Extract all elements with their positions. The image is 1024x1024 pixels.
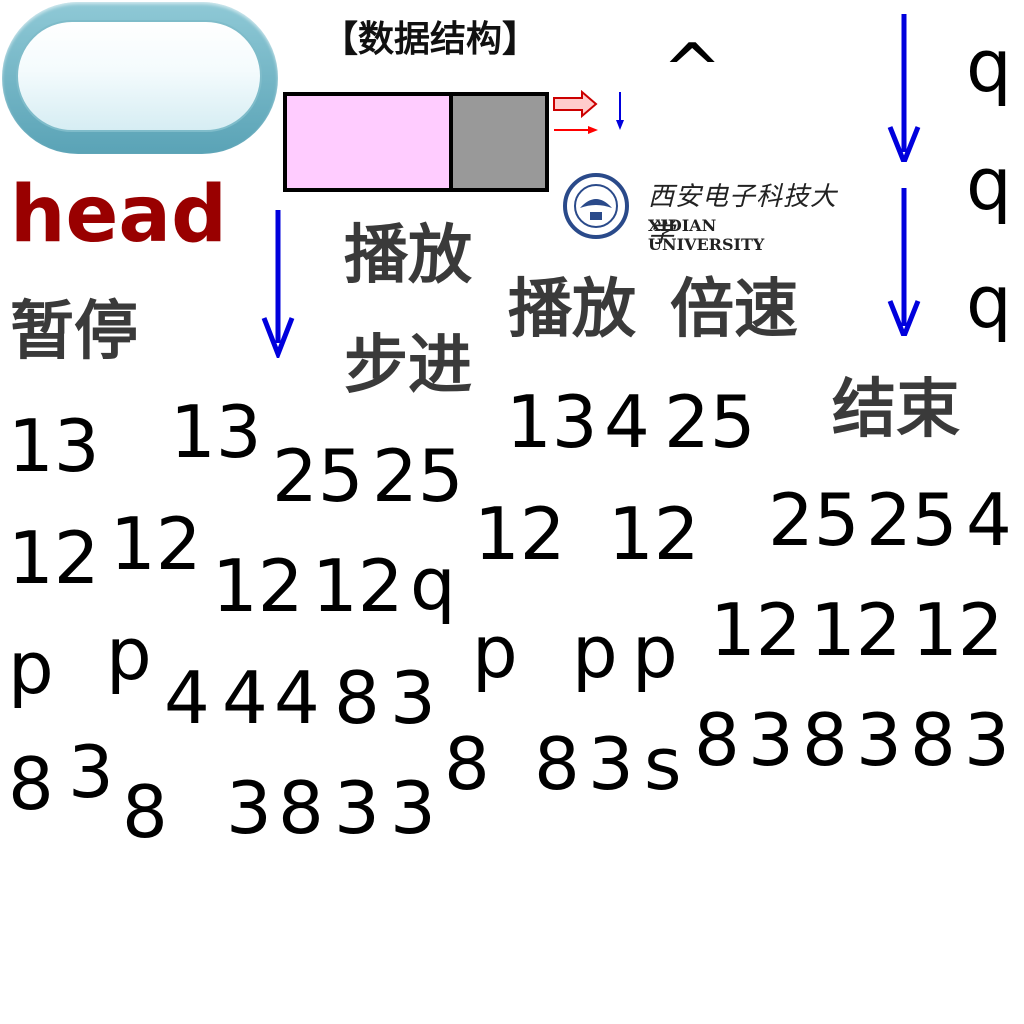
node-value: 8 [802, 698, 848, 782]
node-value: 4 [604, 380, 650, 464]
node-value: p [8, 626, 54, 710]
q-letter: q [966, 260, 1012, 344]
node-value: 25 [768, 478, 860, 562]
node-value: 3 [390, 766, 436, 850]
node-value: 3 [964, 698, 1010, 782]
node-value: 25 [272, 434, 364, 518]
down-arrow-icon [887, 188, 921, 336]
university-logo: 西安电子科技大学 XIDIAN UNIVERSITY [556, 172, 838, 254]
node-value: 13 [506, 380, 598, 464]
null-caret: ^ [662, 28, 723, 112]
node-value: 3 [334, 766, 380, 850]
node-value: 8 [122, 770, 168, 854]
pause-button[interactable]: 暂停 [10, 295, 138, 369]
node-value: 12 [912, 588, 1004, 672]
node-value: p [632, 610, 678, 694]
node-value: 8 [910, 698, 956, 782]
node-value: p [106, 612, 152, 696]
node-value: 8 [8, 742, 54, 826]
pointer-arrows-icon [553, 90, 624, 134]
node-value: 3 [856, 698, 902, 782]
node-pointer-field [453, 96, 545, 188]
step-button[interactable]: 步进 [344, 329, 472, 403]
node-value: 12 [810, 588, 902, 672]
node-data-field [287, 96, 453, 188]
list-node [283, 92, 549, 192]
node-value: 4 [966, 478, 1012, 562]
node-value: 12 [608, 492, 700, 576]
node-value: p [472, 610, 518, 694]
q-letter: q [966, 142, 1012, 226]
down-arrow-icon [887, 14, 921, 162]
node-value: 3 [748, 698, 794, 782]
node-value: 12 [474, 492, 566, 576]
node-value: 8 [694, 698, 740, 782]
node-value: 25 [866, 478, 958, 562]
head-label: head [10, 170, 227, 260]
node-value: 4 [164, 656, 210, 740]
node-value: 25 [372, 434, 464, 518]
node-value: 8 [334, 656, 380, 740]
play-button-2[interactable]: 播放 [508, 273, 636, 347]
node-value: 12 [8, 516, 100, 600]
node-value: 3 [68, 730, 114, 814]
node-value: p [572, 610, 618, 694]
node-value: 8 [534, 722, 580, 806]
node-value: 12 [212, 544, 304, 628]
node-value: 3 [390, 656, 436, 740]
node-value: 13 [8, 404, 100, 488]
node-value: 8 [278, 766, 324, 850]
node-value: q [410, 542, 456, 626]
speed-button[interactable]: 倍速 [670, 273, 798, 347]
node-value: 12 [110, 502, 202, 586]
node-value: 12 [312, 544, 404, 628]
node-value: 4 [274, 656, 320, 740]
play-button[interactable]: 播放 [344, 219, 472, 293]
rounded-button-face[interactable] [16, 20, 262, 132]
node-value: s [644, 722, 682, 806]
node-value: 3 [588, 722, 634, 806]
node-value: 25 [664, 380, 756, 464]
node-value: 4 [222, 656, 268, 740]
university-name-en: XIDIAN UNIVERSITY [648, 216, 765, 254]
university-name-cn: 西安电子科技大学 [648, 182, 838, 249]
down-arrow-icon [261, 210, 295, 358]
q-letter: q [966, 24, 1012, 108]
university-seal-icon [563, 173, 629, 239]
node-value: 12 [710, 588, 802, 672]
node-value: 8 [444, 722, 490, 806]
page-title: 【数据结构】 [322, 19, 539, 60]
node-value: 3 [226, 766, 272, 850]
node-value: 13 [170, 390, 262, 474]
end-button[interactable]: 结束 [832, 373, 960, 447]
